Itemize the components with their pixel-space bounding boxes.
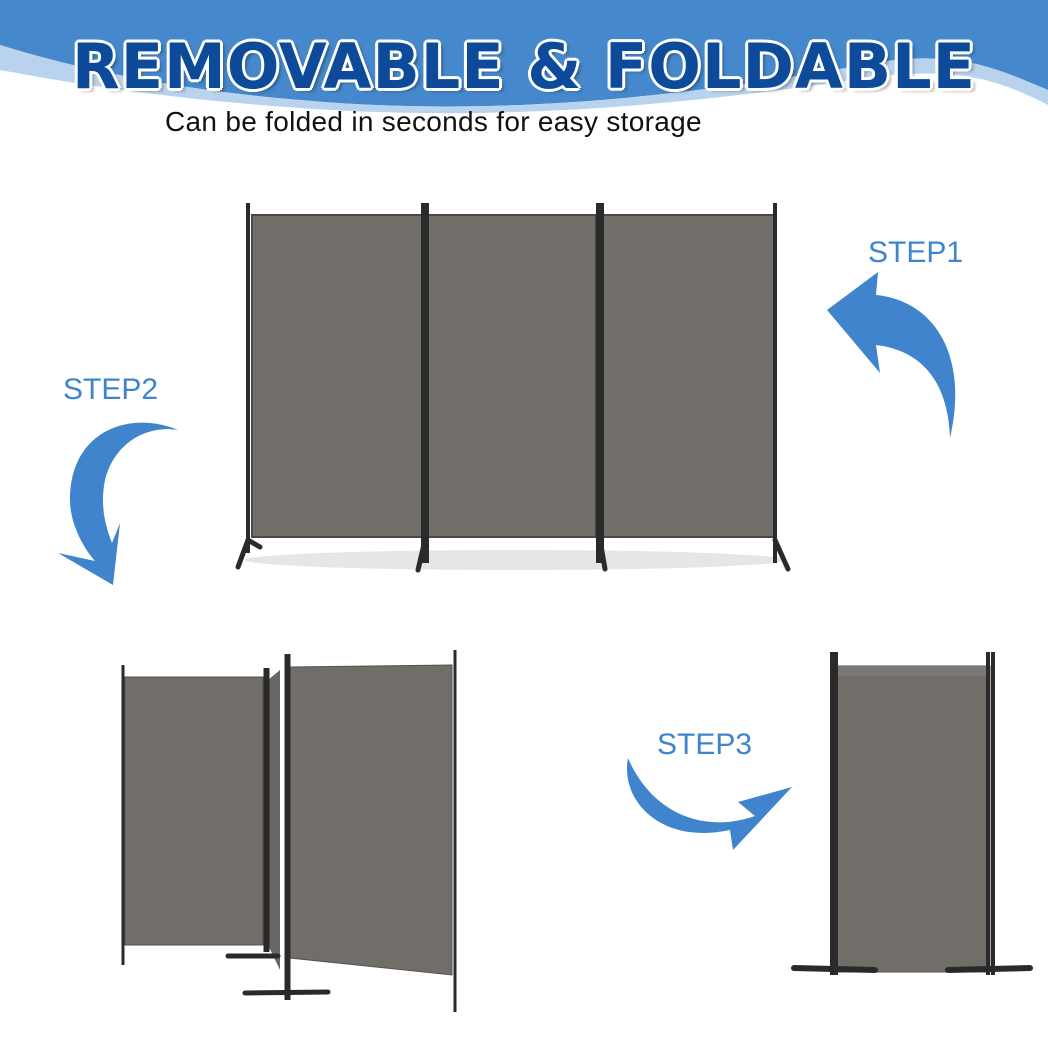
divider-unfolded-image: [235, 203, 791, 573]
step3-label: STEP3: [657, 728, 753, 761]
curved-arrow-down-left-icon: [58, 422, 178, 585]
divider-fully-folded-image: [791, 652, 1033, 975]
step2-label: STEP2: [63, 373, 159, 406]
curved-arrow-left-up-icon: [827, 272, 956, 438]
divider-partially-folded-image: [121, 650, 457, 1012]
curved-arrow-right-up-icon: [626, 758, 792, 850]
page-title: REMOVABLE & FOLDABLE: [71, 30, 977, 103]
page-subtitle: Can be folded in seconds for easy storag…: [165, 106, 702, 137]
step1-label: STEP1: [868, 236, 964, 269]
header-banner: [0, 0, 1048, 114]
